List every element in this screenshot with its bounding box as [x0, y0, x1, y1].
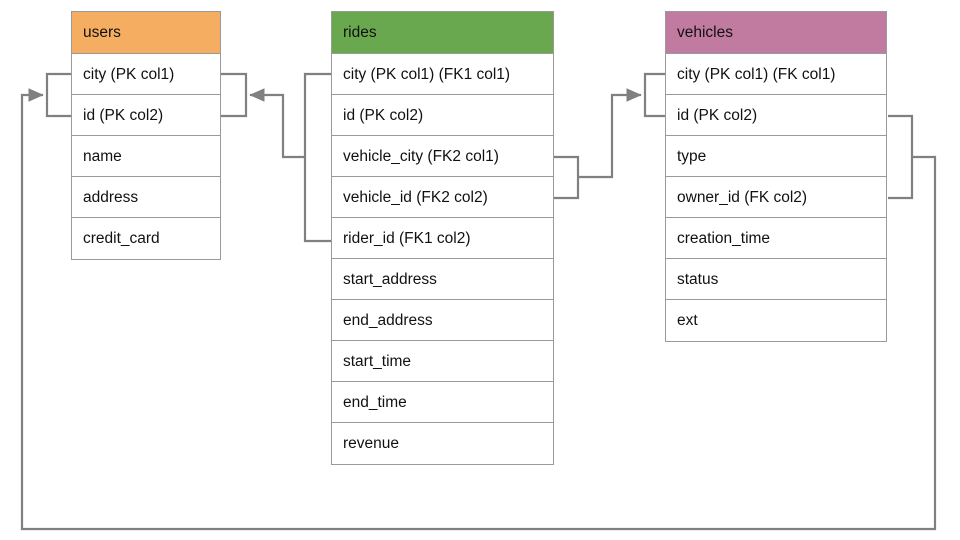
- field-users-address[interactable]: address: [72, 177, 220, 218]
- connector-rides-vehicle-to-vehicles-source-bracket: [554, 155, 580, 200]
- field-rides-end-address[interactable]: end_address: [332, 300, 553, 341]
- entity-rides[interactable]: rides city (PK col1) (FK1 col1) id (PK c…: [331, 11, 554, 465]
- field-users-id[interactable]: id (PK col2): [72, 95, 220, 136]
- connector-rides-rider-to-users-source-bracket: [303, 72, 331, 243]
- entity-vehicles-header: vehicles: [666, 12, 886, 54]
- field-rides-id[interactable]: id (PK col2): [332, 95, 553, 136]
- field-vehicles-id[interactable]: id (PK col2): [666, 95, 886, 136]
- entity-vehicles[interactable]: vehicles city (PK col1) (FK col1) id (PK…: [665, 11, 887, 342]
- connector-rides-rider-to-users-link: [249, 88, 305, 159]
- field-rides-city[interactable]: city (PK col1) (FK1 col1): [332, 54, 553, 95]
- field-vehicles-status[interactable]: status: [666, 259, 886, 300]
- field-vehicles-type[interactable]: type: [666, 136, 886, 177]
- connector-rides-rider-to-users-target-bracket: [221, 72, 248, 118]
- field-users-name[interactable]: name: [72, 136, 220, 177]
- field-rides-vehicle-id[interactable]: vehicle_id (FK2 col2): [332, 177, 553, 218]
- field-users-city[interactable]: city (PK col1): [72, 54, 220, 95]
- entity-rides-header: rides: [332, 12, 553, 54]
- field-rides-vehicle-city[interactable]: vehicle_city (FK2 col1): [332, 136, 553, 177]
- field-vehicles-owner-id[interactable]: owner_id (FK col2): [666, 177, 886, 218]
- field-vehicles-creation-time[interactable]: creation_time: [666, 218, 886, 259]
- connector-vehicles-owner-to-users-target-bracket: [45, 72, 71, 118]
- field-rides-start-time[interactable]: start_time: [332, 341, 553, 382]
- connector-vehicles-owner-to-users-source-bracket: [888, 114, 914, 200]
- field-rides-end-time[interactable]: end_time: [332, 382, 553, 423]
- entity-users-header: users: [72, 12, 220, 54]
- connector-rides-vehicle-to-vehicles-target-bracket: [643, 72, 665, 118]
- field-users-credit-card[interactable]: credit_card: [72, 218, 220, 259]
- entity-users[interactable]: users city (PK col1) id (PK col2) name a…: [71, 11, 221, 260]
- field-rides-start-address[interactable]: start_address: [332, 259, 553, 300]
- field-vehicles-ext[interactable]: ext: [666, 300, 886, 341]
- field-rides-revenue[interactable]: revenue: [332, 423, 553, 464]
- field-vehicles-city[interactable]: city (PK col1) (FK col1): [666, 54, 886, 95]
- connector-rides-vehicle-to-vehicles-link: [578, 88, 642, 179]
- field-rides-rider-id[interactable]: rider_id (FK1 col2): [332, 218, 553, 259]
